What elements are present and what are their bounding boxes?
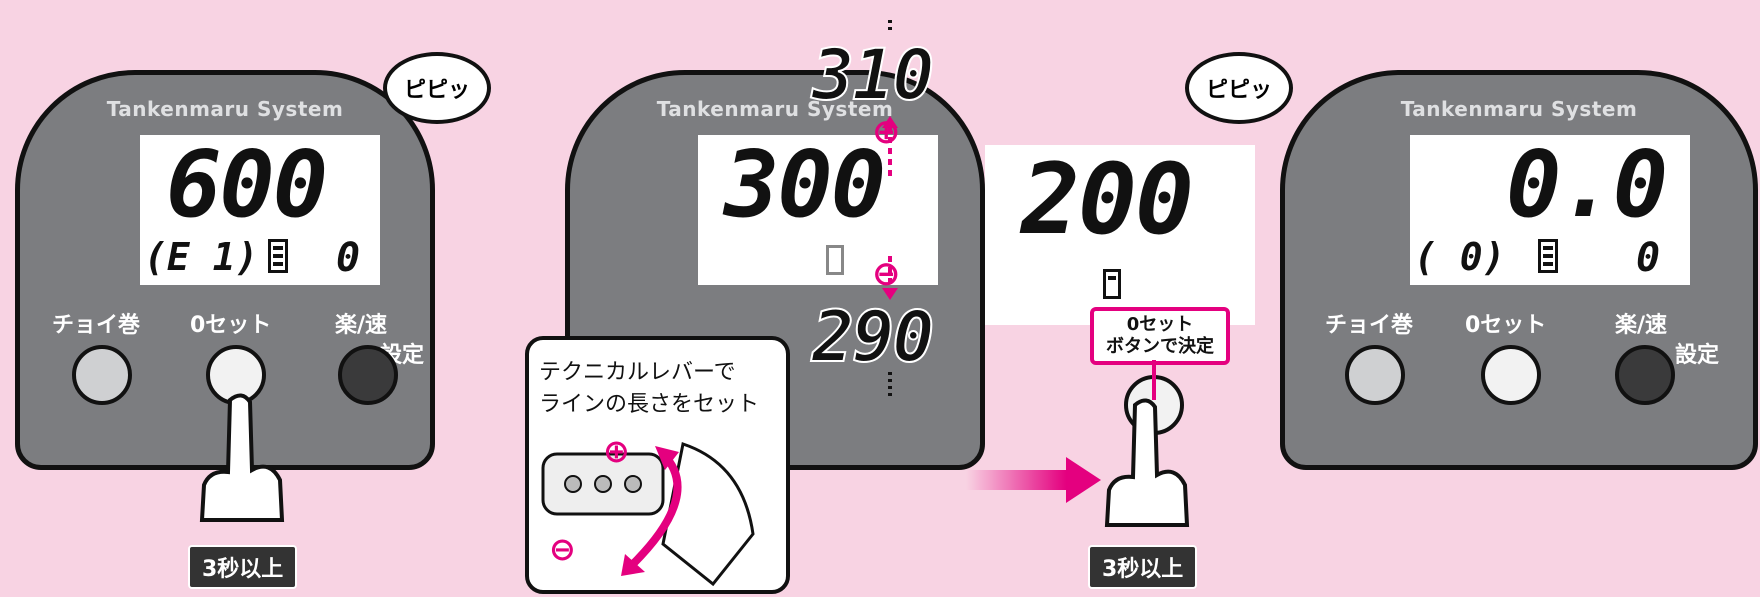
system-title: Tankenmaru System	[1400, 97, 1638, 121]
choi-button[interactable]	[72, 345, 132, 405]
confirm-note-line2: ボタンで決定	[1106, 336, 1214, 357]
pressing-finger-icon	[1104, 398, 1190, 527]
depth-readout: 200	[1021, 143, 1194, 257]
mode-indicator: ( 0)	[1414, 235, 1506, 279]
reel-display-panel-1: Tankenmaru System 600 (E 1) 0 チョイ巻 0セット …	[15, 70, 435, 470]
mode-indicator: (E 1)	[144, 235, 259, 279]
lcd-screen: 600 (E 1) 0	[140, 131, 380, 285]
hold-duration-badge-2: 3秒以上	[1088, 545, 1198, 589]
choi-button-label: チョイ巻	[52, 313, 141, 338]
choi-button[interactable]	[1345, 345, 1405, 405]
lever-minus-icon: ⊖	[549, 530, 576, 568]
raku-button-label: 楽/速	[335, 313, 388, 338]
battery-icon	[1538, 239, 1558, 273]
counter-readout: 0	[336, 235, 361, 281]
depth-readout: 600	[166, 131, 328, 238]
pressing-finger-icon	[199, 393, 285, 522]
battery-icon	[1103, 269, 1121, 299]
battery-icon	[826, 245, 844, 275]
counter-readout: 0	[1636, 235, 1661, 281]
decrease-value: 290	[811, 295, 935, 379]
adjust-arrows	[882, 20, 898, 398]
minus-icon: ⊖	[872, 254, 901, 294]
zero-set-button[interactable]	[1481, 345, 1541, 405]
confirm-connector	[1152, 360, 1156, 400]
system-title: Tankenmaru System	[106, 97, 344, 121]
increase-value: 310	[811, 33, 935, 117]
lcd-screen: 300	[698, 131, 938, 285]
zero-set-button-label: 0セット	[190, 313, 272, 338]
lcd-screen: 0.0 ( 0) 0	[1410, 131, 1690, 285]
lever-plus-icon: ⊕	[603, 432, 630, 470]
plus-icon: ⊕	[872, 112, 901, 152]
choi-button-label: チョイ巻	[1325, 313, 1414, 338]
system-title: Tankenmaru System	[656, 97, 894, 121]
raku-button[interactable]	[338, 345, 398, 405]
technical-lever-illustration	[541, 442, 755, 587]
hold-duration-badge-1: 3秒以上	[188, 545, 298, 589]
confirm-note: 0セット ボタンで決定	[1090, 307, 1230, 365]
lever-note-line2: ラインの長さをセット	[539, 392, 760, 417]
settei-label: 設定	[1675, 343, 1720, 368]
depth-readout: 300	[724, 131, 886, 238]
beep-bubble-2: ピピッ	[1185, 52, 1293, 124]
battery-icon	[268, 239, 288, 273]
next-step-arrow	[966, 457, 1101, 503]
reel-display-panel-4: Tankenmaru System 0.0 ( 0) 0 チョイ巻 0セット 楽…	[1280, 70, 1758, 470]
depth-readout: 0.0	[1506, 131, 1668, 238]
lever-callout: テクニカルレバーで ラインの長さをセット ⊕ ⊖	[525, 336, 790, 594]
lcd-screen-3: 200	[985, 143, 1255, 325]
raku-button-label: 楽/速	[1615, 313, 1668, 338]
raku-button[interactable]	[1615, 345, 1675, 405]
beep-bubble-1: ピピッ	[383, 52, 491, 124]
lever-note-line1: テクニカルレバーで	[539, 360, 736, 385]
confirm-note-line1: 0セット	[1126, 314, 1194, 335]
zero-set-button-label: 0セット	[1465, 313, 1547, 338]
